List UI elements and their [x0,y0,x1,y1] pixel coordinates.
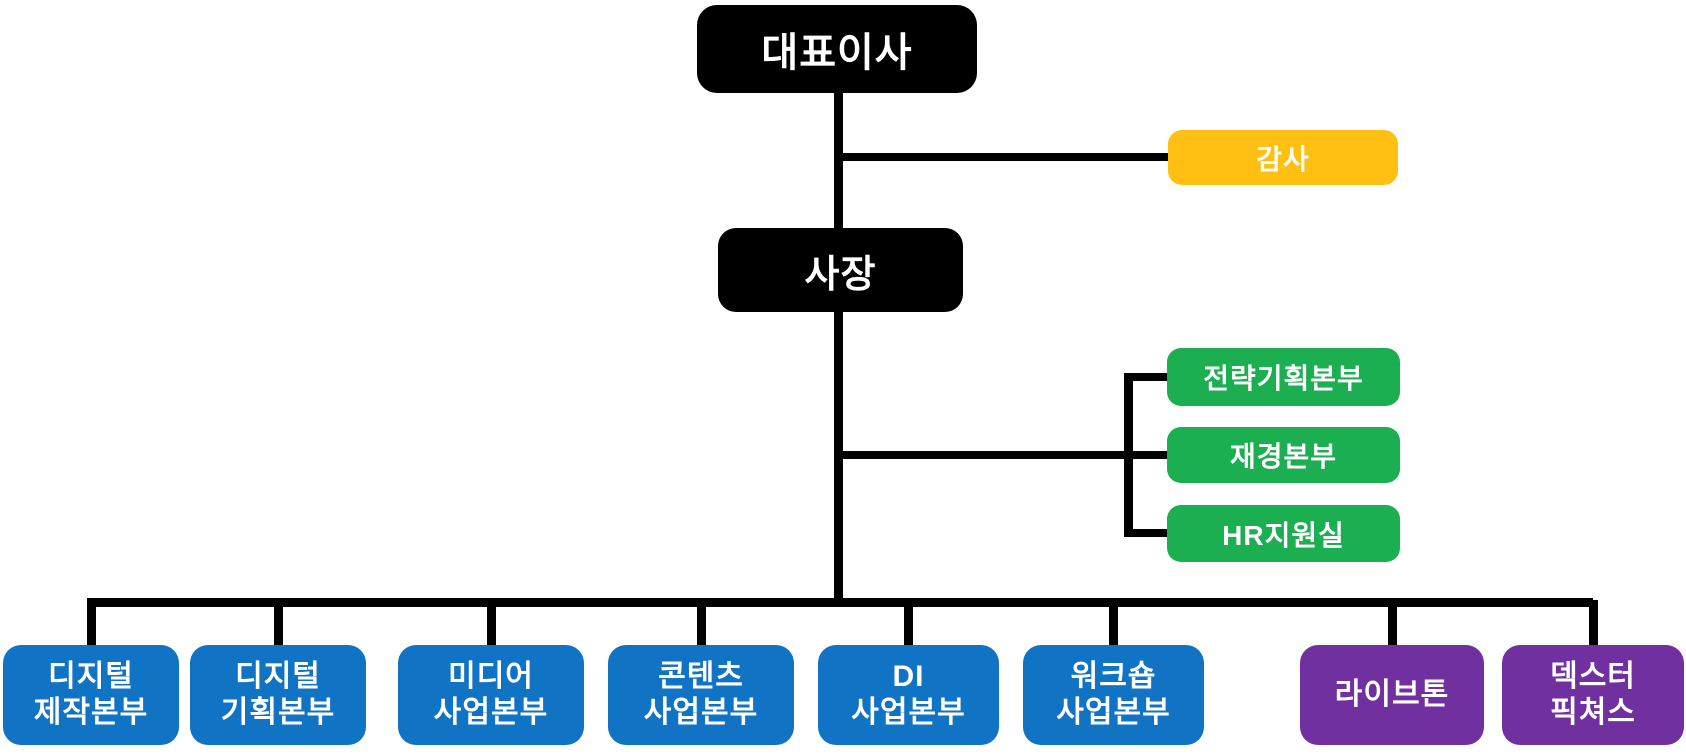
node-finance-division-label: 재경본부 [1229,441,1338,472]
node-digital-production-division: 디지털 제작본부 [3,645,179,745]
node-workshop-business-division: 워크숍 사업본부 [1023,645,1204,745]
node-strategic-planning-division: 전략기획본부 [1167,348,1400,406]
connector-dept-stub-5 [904,600,913,645]
node-ceo: 대표이사 [697,5,977,93]
node-hr-support-office: HR지원실 [1167,505,1400,562]
node-media-business-division-line2: 사업본부 [433,696,549,729]
node-dexter-pictures: 덱스터 픽쳐스 [1502,645,1684,745]
node-hr-support-office-label: HR지원실 [1222,519,1345,551]
node-strategic-planning-division-label: 전략기획본부 [1203,363,1364,394]
connector-dept-stub-2 [274,600,283,645]
node-auditor: 감사 [1168,130,1398,185]
node-president-label: 사장 [804,253,877,296]
node-digital-production-division-line1: 디지털 [48,660,134,693]
node-digital-planning-division-line1: 디지털 [235,660,321,693]
connector-staff-branch [838,451,1167,459]
connector-staff-stub-bottom [1124,529,1167,537]
connector-dept-stub-8 [1589,600,1598,645]
node-media-business-division: 미디어 사업본부 [398,645,584,745]
node-contents-business-division-line2: 사업본부 [643,696,759,729]
node-digital-planning-division-line2: 기획본부 [220,696,336,729]
connector-staff-stub-top [1124,373,1167,381]
node-livetone-line1: 라이브톤 [1334,678,1450,711]
node-ceo-label: 대표이사 [761,31,913,75]
node-di-business-division-line1: DI [892,660,925,693]
node-dexter-pictures-line1: 덱스터 [1550,660,1636,693]
connector-dept-stub-4 [697,600,706,645]
node-contents-business-division-line1: 콘텐츠 [658,660,744,693]
connector-dept-stub-1 [87,600,96,645]
node-digital-production-division-line2: 제작본부 [33,696,149,729]
node-livetone: 라이브톤 [1300,645,1484,745]
connector-dept-stub-3 [487,600,496,645]
node-digital-planning-division: 디지털 기획본부 [190,645,366,745]
node-di-business-division-line2: 사업본부 [851,696,966,729]
node-di-business-division: DI 사업본부 [818,645,999,745]
node-president: 사장 [718,228,963,312]
node-media-business-division-line1: 미디어 [448,660,534,693]
node-finance-division: 재경본부 [1167,427,1400,483]
connector-staff-vertical [1124,373,1133,537]
node-contents-business-division: 콘텐츠 사업본부 [608,645,794,745]
connector-dept-stub-6 [1109,600,1118,645]
node-workshop-business-division-line1: 워크숍 [1070,660,1157,693]
node-dexter-pictures-line2: 픽쳐스 [1550,696,1636,729]
node-auditor-label: 감사 [1256,143,1310,175]
connector-trunk [834,93,843,607]
connector-dept-stub-7 [1388,600,1397,645]
node-workshop-business-division-line2: 사업본부 [1056,696,1171,729]
connector-auditor-branch [838,153,1168,161]
connector-departments-rail [87,598,1593,607]
